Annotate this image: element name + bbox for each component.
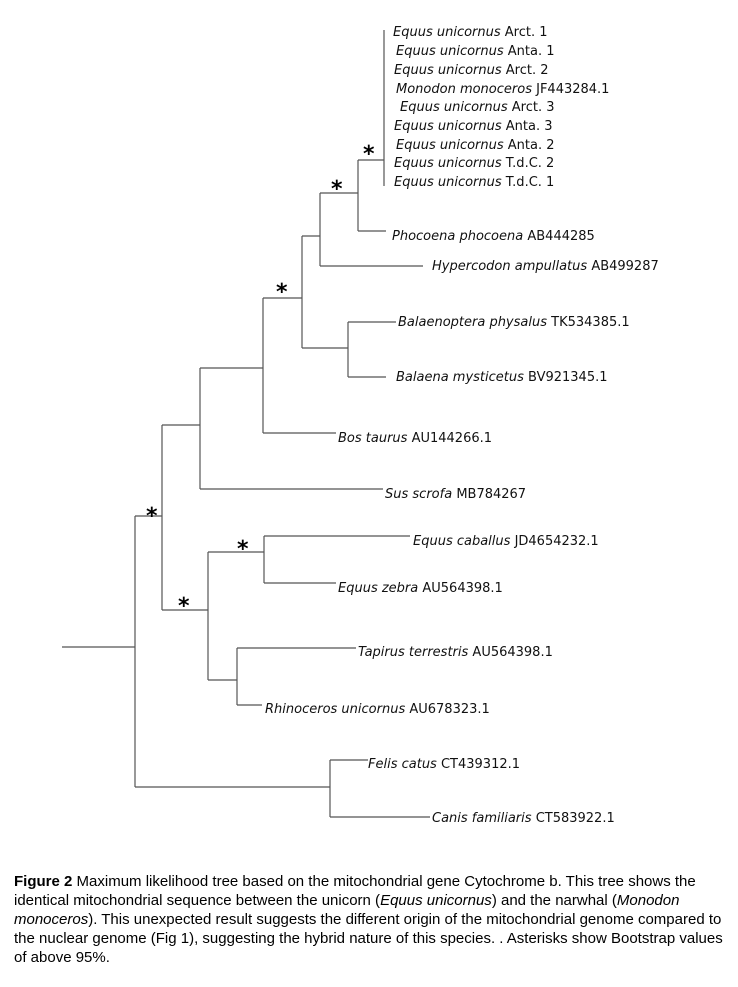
bootstrap-asterisk: * — [331, 177, 343, 202]
caption-italic-unicorn: Equus unicornus — [380, 892, 492, 909]
figure-caption: Figure 2 Maximum likelihood tree based o… — [14, 872, 726, 967]
leaf-label: Equus unicornus T.d.C. 2 — [394, 156, 554, 171]
bootstrap-asterisk: * — [237, 537, 249, 562]
bootstrap-asterisk: * — [178, 594, 190, 619]
tree-leaf-labels: Equus unicornus Arct. 1 Equus unicornus … — [265, 25, 659, 826]
bootstrap-asterisk: * — [276, 280, 288, 305]
leaf-label: Equus unicornus T.d.C. 1 — [394, 175, 554, 190]
leaf-label: Equus unicornus Anta. 1 — [396, 44, 555, 59]
bootstrap-asterisks: * * * * * * — [146, 142, 375, 619]
leaf-label: Monodon monoceros JF443284.1 — [396, 82, 609, 97]
leaf-label: Balaena mysticetus BV921345.1 — [396, 370, 608, 385]
leaf-label: Tapirus terrestris AU564398.1 — [358, 645, 553, 660]
caption-italic-narwhal: Monodon monoceros — [14, 892, 680, 928]
leaf-label: Equus unicornus Anta. 2 — [396, 138, 555, 153]
leaf-label: Equus zebra AU564398.1 — [338, 581, 503, 596]
phylogenetic-tree: Equus unicornus Arct. 1 Equus unicornus … — [62, 25, 659, 826]
leaf-label: Sus scrofa MB784267 — [385, 487, 526, 502]
leaf-label: Rhinoceros unicornus AU678323.1 — [265, 702, 490, 717]
leaf-label: Equus caballus JD4654232.1 — [413, 534, 599, 549]
bootstrap-asterisk: * — [363, 142, 375, 167]
caption-text: Maximum likelihood tree based on the mit… — [14, 873, 696, 909]
caption-text: ) and the narwhal ( — [491, 892, 617, 909]
leaf-label: Canis familiaris CT583922.1 — [432, 811, 615, 826]
leaf-label: Equus unicornus Arct. 1 — [393, 25, 548, 40]
figure-label: Figure 2 — [14, 873, 73, 890]
leaf-label: Balaenoptera physalus TK534385.1 — [398, 315, 630, 330]
bootstrap-asterisk: * — [146, 504, 158, 529]
leaf-label: Equus unicornus Arct. 2 — [394, 63, 549, 78]
leaf-label: Equus unicornus Anta. 3 — [394, 119, 553, 134]
leaf-label: Bos taurus AU144266.1 — [338, 431, 492, 446]
leaf-label: Felis catus CT439312.1 — [368, 757, 520, 772]
leaf-label: Phocoena phocoena AB444285 — [392, 229, 595, 244]
leaf-label: Hypercodon ampullatus AB499287 — [432, 259, 659, 274]
tree-branches — [62, 30, 430, 818]
leaf-label: Equus unicornus Arct. 3 — [400, 100, 555, 115]
caption-text: ). This unexpected result suggests the d… — [14, 911, 723, 966]
